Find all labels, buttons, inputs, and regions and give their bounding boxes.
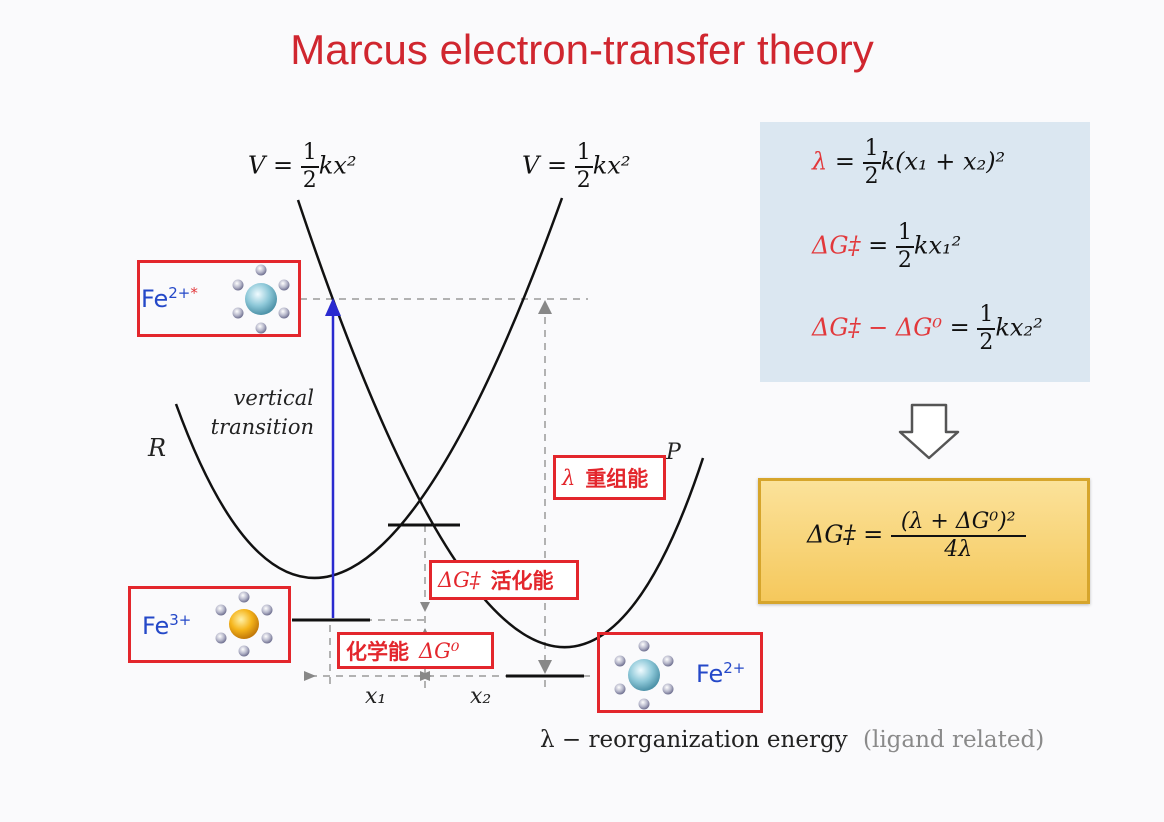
reorganization-energy-caption: λ − reorganization energy (ligand relate… bbox=[540, 727, 1045, 753]
lambda-arrow bbox=[538, 300, 552, 674]
x1-label: x₁ bbox=[365, 684, 387, 709]
vertical-transition-arrowhead bbox=[325, 298, 341, 316]
excited-fe2-molecule bbox=[232, 264, 290, 334]
x2-label: x₂ bbox=[470, 684, 492, 709]
vertical-transition-label: vertical transition bbox=[210, 386, 314, 439]
page-title: Marcus electron-transfer theory bbox=[290, 26, 874, 73]
chemical-energy-label: 化学能 ΔG⁰ bbox=[337, 632, 494, 669]
lambda-label: λ 重组能 bbox=[553, 455, 666, 500]
fe3-box bbox=[128, 586, 291, 663]
curve-label-p: P bbox=[666, 440, 681, 465]
fe3-molecule bbox=[215, 591, 273, 657]
product-curve bbox=[296, 199, 705, 649]
fe2-box bbox=[597, 632, 763, 713]
fe2-molecule bbox=[614, 640, 674, 710]
curve-label-r: R bbox=[148, 434, 167, 462]
down-arrow-icon bbox=[898, 403, 960, 460]
activation-energy-label: ΔG‡ 活化能 bbox=[429, 560, 579, 600]
fe2-label: Fe2+ bbox=[696, 659, 746, 688]
reactant-curve bbox=[174, 197, 564, 579]
excited-fe2-label: Fe2+* bbox=[141, 284, 198, 313]
excited-fe2-box bbox=[137, 260, 301, 337]
fe3-label: Fe3+ bbox=[142, 611, 192, 640]
